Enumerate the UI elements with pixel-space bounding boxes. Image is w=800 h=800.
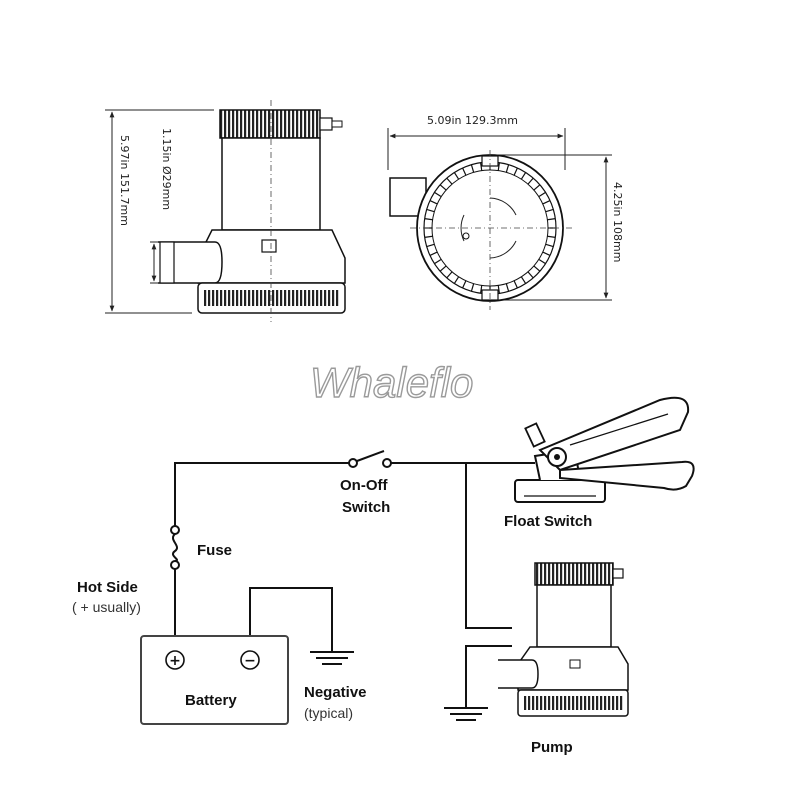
on-off-switch-symbol [348,450,392,468]
outlet-diameter-label: 1.15in Ø29mm [160,128,173,210]
fuse-label: Fuse [197,542,232,559]
gear-tooth [446,177,453,185]
ground-symbol-pump [444,707,488,721]
gear-tooth [424,235,433,238]
gear-tooth [542,200,551,205]
height-dimension-label: 5.97in 151.7mm [118,135,131,226]
ground-symbol-battery [310,651,354,665]
gear-tooth [497,285,500,294]
gear-tooth [505,283,510,292]
pump-cap [219,109,321,139]
battery-negative-terminal [240,650,260,670]
gear-tooth [527,271,534,279]
pump-image [498,562,629,717]
gear-tooth [513,167,518,176]
depth-dimension-label: 4.25in 108mm [611,182,624,262]
negative-sublabel: (typical) [304,705,353,721]
brand-watermark: Whaleflo [310,359,473,406]
gear-tooth [505,164,510,173]
battery-label: Battery [185,692,237,709]
gear-tooth [439,265,447,272]
gear-tooth [545,243,554,248]
minus-sign: − [244,653,256,669]
gear-tooth [446,271,453,279]
gear-tooth [470,283,475,292]
negative-label: Negative [304,684,367,701]
gear-tooth [426,243,435,248]
gear-tooth [497,162,500,171]
fuse-symbol [170,525,180,570]
gear-tooth [453,172,460,180]
pump-top-view [387,128,612,310]
gear-tooth [538,258,546,265]
battery-positive-terminal [165,650,185,670]
hot-side-sublabel: ( + usually) [72,599,141,615]
float-switch-image [514,396,695,503]
gear-tooth [545,208,554,213]
gear-tooth [462,167,467,176]
gear-tooth [527,177,534,185]
gear-tooth [547,235,556,238]
gear-tooth [424,218,433,221]
width-dimension-label: 5.09in 129.3mm [427,114,518,127]
gear-tooth [470,164,475,173]
gear-tooth [439,184,447,191]
gear-tooth [533,265,541,272]
gear-tooth [542,251,551,256]
gear-tooth [547,218,556,221]
gear-tooth [434,258,442,265]
gear-tooth [480,285,483,294]
gear-tooth [434,191,442,198]
hot-side-label: Hot Side [77,579,138,596]
gear-tooth [480,162,483,171]
gear-tooth [429,200,438,205]
battery-box [140,635,289,725]
switch-label-line2: Switch [342,499,390,516]
pump-side-view [105,100,346,322]
gear-tooth [520,276,527,284]
wiring-lines [174,462,535,708]
plus-sign: + [169,653,181,669]
gear-tooth [429,251,438,256]
pump-label: Pump [531,739,573,756]
gear-tooth [453,276,460,284]
gear-tooth [533,184,541,191]
gear-tooth [520,172,527,180]
gear-tooth [426,208,435,213]
switch-label-line1: On-Off [340,477,388,494]
float-switch-label: Float Switch [504,513,592,530]
gear-tooth [538,191,546,198]
gear-tooth [513,280,518,289]
gear-tooth [462,280,467,289]
battery-symbol [140,635,289,725]
